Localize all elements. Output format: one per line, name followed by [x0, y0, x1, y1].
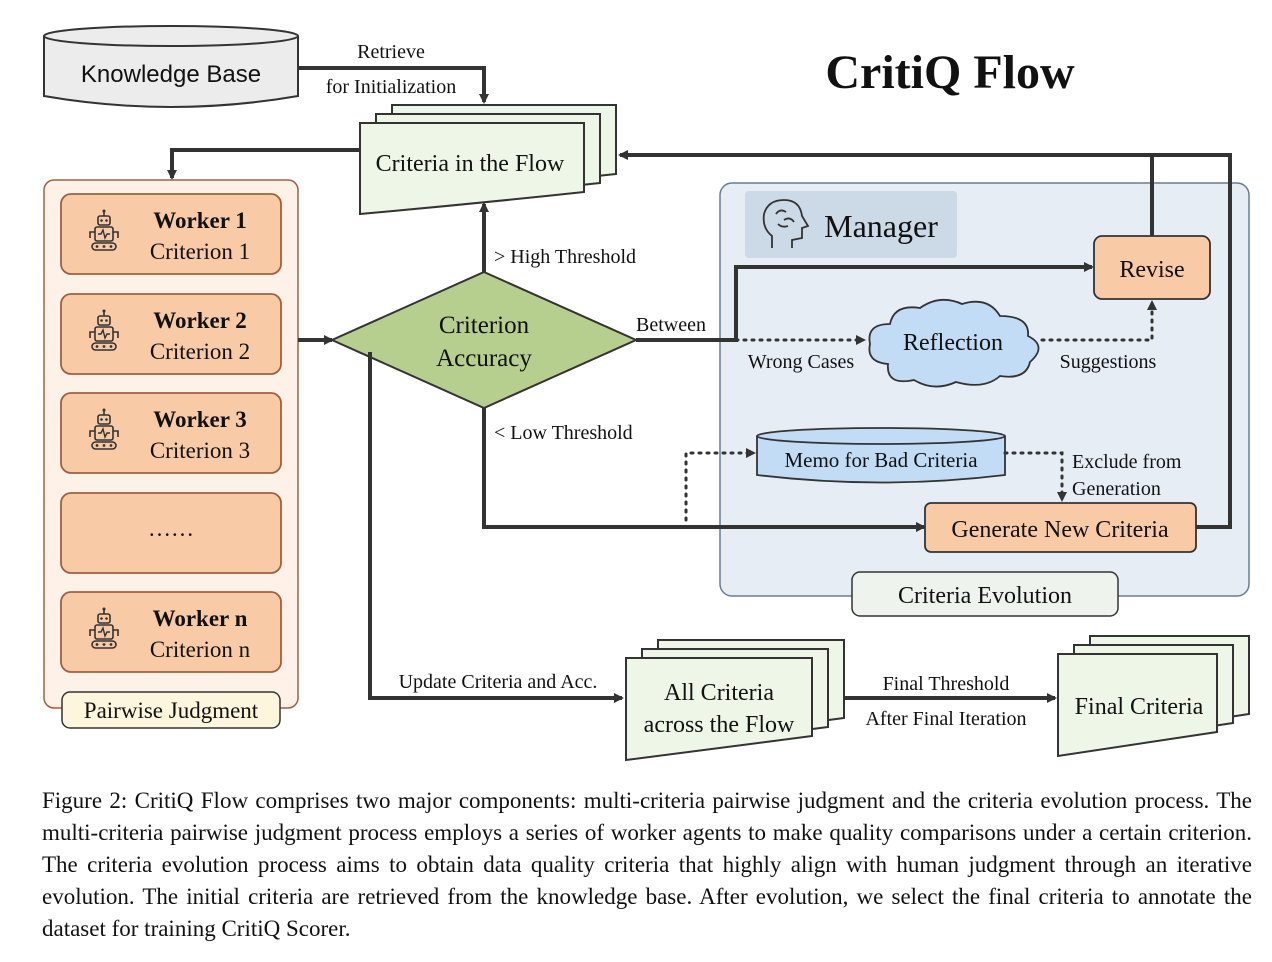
- memo-bad-criteria-cylinder: Memo for Bad Criteria: [756, 427, 1006, 484]
- worker-name: Worker 2: [153, 308, 246, 333]
- low-threshold-label: < Low Threshold: [494, 422, 633, 444]
- suggestions-label: Suggestions: [1060, 351, 1157, 373]
- worker-name: Worker 1: [153, 208, 246, 233]
- after-final-iteration-label: After Final Iteration: [865, 708, 1026, 730]
- criteria-in-flow-docs: Criteria in the Flow: [359, 104, 617, 216]
- high-threshold-label: > High Threshold: [494, 246, 636, 268]
- worker-criterion: Criterion 2: [150, 339, 250, 364]
- worker-card-n: Worker n Criterion n: [60, 591, 282, 673]
- worker-card-3: Worker 3 Criterion 3: [60, 392, 282, 474]
- worker-card-1: Worker 1 Criterion 1: [60, 193, 282, 275]
- knowledge-base-cylinder: Knowledge Base: [43, 25, 299, 108]
- critiq-flow-diagram: CritiQ Flow Knowledge Base Retrieve for …: [43, 25, 1250, 762]
- wrong-cases-label: Wrong Cases: [748, 351, 855, 373]
- criteria-in-flow-label: Criteria in the Flow: [376, 151, 565, 177]
- worker-name: Worker n: [153, 606, 248, 631]
- ellipsis-label: ……: [148, 516, 194, 541]
- worker-card-ellipsis: ……: [60, 492, 282, 574]
- all-criteria-docs: All Criteria across the Flow: [625, 639, 845, 762]
- retrieve-for-init-label: for Initialization: [326, 76, 457, 98]
- criteria-evolution-label: Criteria Evolution: [898, 583, 1072, 609]
- manager-label: Manager: [824, 208, 938, 244]
- between-label: Between: [636, 314, 706, 336]
- generate-new-criteria-label: Generate New Criteria: [951, 517, 1169, 543]
- reflection-cloud: Reflection: [868, 298, 1040, 388]
- pairwise-judgment-label: Pairwise Judgment: [84, 698, 259, 723]
- diagram-title: CritiQ Flow: [825, 46, 1075, 99]
- worker-name: Worker 3: [153, 407, 246, 432]
- exclude-generation-label: Generation: [1072, 478, 1161, 500]
- final-criteria-label: Final Criteria: [1075, 694, 1204, 720]
- pairwise-judgment-tag: Pairwise Judgment: [61, 691, 281, 729]
- manager-header: Manager: [745, 191, 957, 258]
- worker-criterion: Criterion n: [150, 637, 251, 662]
- memo-bad-criteria-label: Memo for Bad Criteria: [784, 448, 978, 472]
- revise-box: Revise: [1093, 235, 1211, 300]
- retrieve-label: Retrieve: [357, 41, 425, 63]
- final-criteria-docs: Final Criteria: [1057, 635, 1250, 758]
- exclude-from-label: Exclude from: [1072, 451, 1182, 473]
- figure-caption: Figure 2: CritiQ Flow comprises two majo…: [42, 788, 1252, 941]
- criterion-accuracy-line1: Criterion: [439, 312, 530, 339]
- criterion-accuracy-diamond: Criterion Accuracy: [329, 270, 639, 410]
- all-criteria-line1: All Criteria: [664, 680, 774, 706]
- all-criteria-line2: across the Flow: [644, 712, 795, 738]
- worker-criterion: Criterion 1: [150, 239, 250, 264]
- criteria-evolution-tag: Criteria Evolution: [851, 571, 1119, 617]
- brain-head-icon: [762, 199, 810, 248]
- criterion-accuracy-line2: Accuracy: [436, 345, 532, 372]
- revise-label: Revise: [1119, 257, 1184, 283]
- worker-card-2: Worker 2 Criterion 2: [60, 293, 282, 375]
- worker-criterion: Criterion 3: [150, 438, 250, 463]
- knowledge-base-label: Knowledge Base: [81, 61, 261, 88]
- generate-new-criteria-box: Generate New Criteria: [924, 502, 1197, 553]
- final-threshold-label: Final Threshold: [883, 673, 1010, 695]
- reflection-label: Reflection: [903, 330, 1003, 356]
- update-criteria-label: Update Criteria and Acc.: [399, 671, 598, 693]
